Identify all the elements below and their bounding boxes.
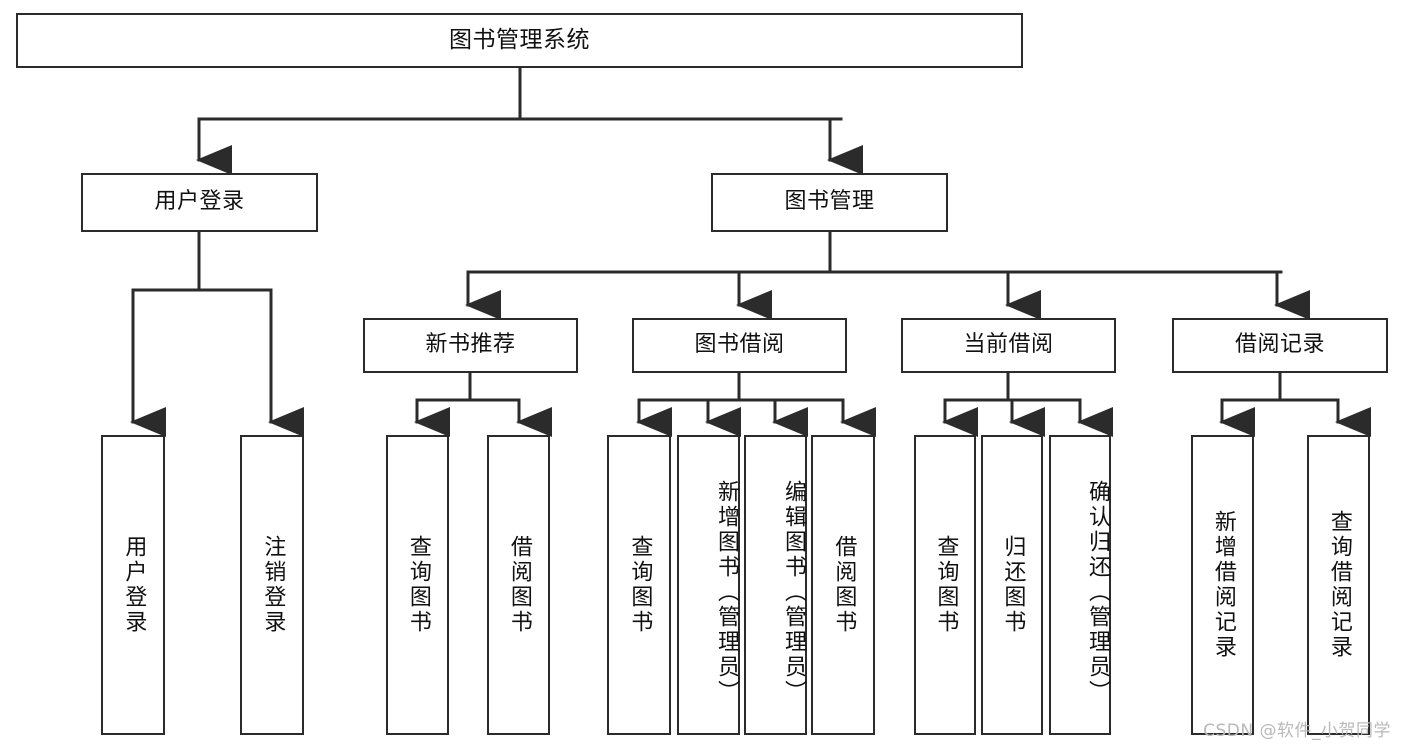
node-book-manage-label: 图书管理	[784, 189, 875, 215]
leaf-current-borrow-confirm[interactable]: 确认归还（管理员）	[1049, 435, 1111, 735]
node-borrow-record[interactable]: 借阅记录	[1172, 318, 1388, 373]
node-current-borrow-label: 当前借阅	[963, 332, 1054, 358]
node-book-borrow-label: 图书借阅	[694, 332, 785, 358]
leaf-label: 查询借阅记录	[1326, 510, 1352, 660]
node-user-login-label: 用户登录	[154, 189, 245, 215]
leaf-label: 确认归还（管理员）	[1085, 479, 1110, 705]
leaf-label: 查询图书	[405, 535, 431, 635]
node-book-manage[interactable]: 图书管理	[711, 173, 948, 232]
leaf-label: 新增借阅记录	[1210, 510, 1236, 660]
leaf-label: 用户登录	[121, 535, 147, 635]
node-root-label: 图书管理系统	[449, 26, 590, 53]
leaf-book-borrow-borrow[interactable]: 借阅图书	[811, 435, 875, 735]
leaf-book-borrow-query[interactable]: 查询图书	[607, 435, 671, 735]
leaf-borrow-record-add[interactable]: 新增借阅记录	[1191, 435, 1254, 735]
node-new-book-recommend[interactable]: 新书推荐	[363, 318, 578, 373]
node-current-borrow[interactable]: 当前借阅	[901, 318, 1116, 373]
leaf-book-borrow-add[interactable]: 新增图书（管理员）	[677, 435, 740, 735]
leaf-label: 归还图书	[1000, 535, 1026, 635]
leaf-new-book-borrow[interactable]: 借阅图书	[487, 435, 550, 735]
watermark: CSDN @软件_小贺同学	[1203, 721, 1391, 741]
leaf-borrow-record-query[interactable]: 查询借阅记录	[1307, 435, 1370, 735]
node-new-book-recommend-label: 新书推荐	[425, 332, 516, 358]
leaf-label: 编辑图书（管理员）	[781, 479, 806, 705]
node-borrow-record-label: 借阅记录	[1234, 332, 1325, 358]
leaf-user-login-logout[interactable]: 注销登录	[240, 435, 304, 735]
node-book-borrow[interactable]: 图书借阅	[632, 318, 847, 373]
leaf-label: 借阅图书	[831, 535, 857, 635]
leaf-current-borrow-query[interactable]: 查询图书	[914, 435, 976, 735]
leaf-current-borrow-return[interactable]: 归还图书	[981, 435, 1043, 735]
leaf-label: 查询图书	[627, 535, 653, 635]
leaf-book-borrow-edit[interactable]: 编辑图书（管理员）	[744, 435, 807, 735]
node-root[interactable]: 图书管理系统	[16, 13, 1023, 68]
leaf-label: 注销登录	[260, 535, 286, 635]
leaf-new-book-query[interactable]: 查询图书	[386, 435, 449, 735]
leaf-label: 新增图书（管理员）	[714, 479, 739, 705]
leaf-label: 借阅图书	[506, 535, 532, 635]
leaf-user-login-login[interactable]: 用户登录	[101, 435, 165, 735]
leaf-label: 查询图书	[933, 535, 959, 635]
node-user-login[interactable]: 用户登录	[81, 173, 318, 232]
